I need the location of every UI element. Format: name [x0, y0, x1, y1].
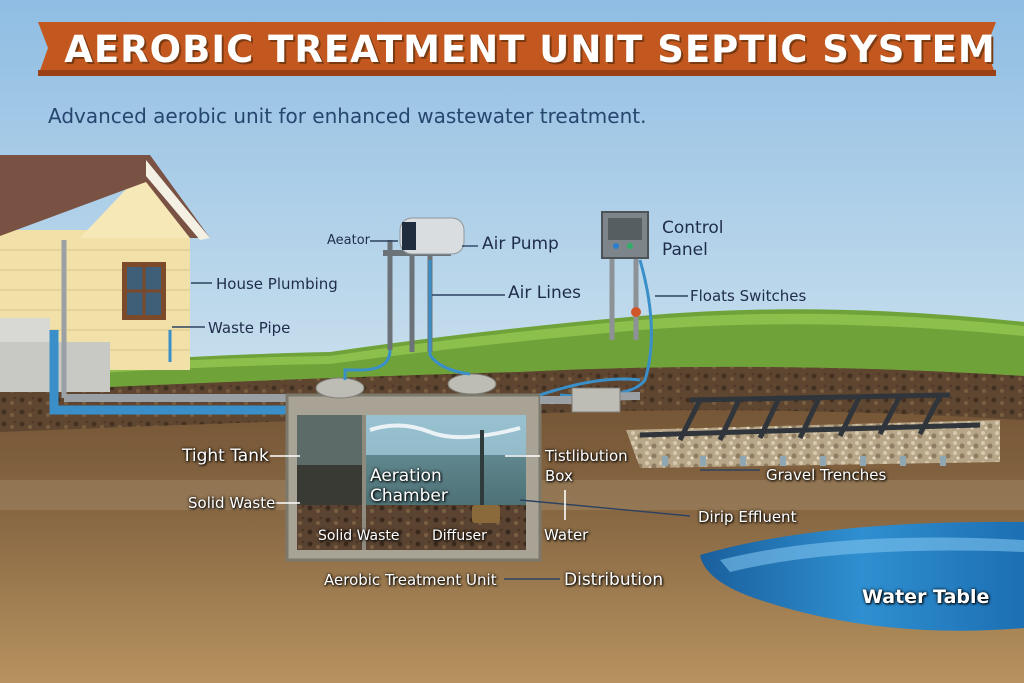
label-aeration-chamber-line1: Aeration	[370, 466, 442, 486]
label-tight-tank: Tight Tank	[182, 446, 269, 466]
label-solid-waste-bottom: Solid Waste	[318, 528, 400, 544]
house-pipe	[49, 330, 300, 415]
label-air-pump: Air Pump	[482, 234, 559, 254]
label-distribution-box-line1: Tistlibution	[545, 447, 628, 465]
label-distribution: Distribution	[564, 570, 664, 590]
tank-lid-left	[315, 377, 365, 399]
distribution-box	[571, 387, 621, 413]
float-indicator	[631, 307, 641, 317]
label-float-switches: Floats Switches	[690, 287, 807, 305]
label-aerator: Aeator	[327, 233, 371, 248]
house-gable	[80, 168, 200, 238]
title-banner	[38, 22, 996, 76]
air-line-left	[343, 349, 392, 380]
label-aerobic-treatment-unit: Aerobic Treatment Unit	[324, 571, 497, 589]
page-subtitle: Advanced aerobic unit for enhanced waste…	[48, 104, 647, 128]
label-control-panel-line1: Control	[662, 218, 724, 238]
label-diffuser: Diffuser	[432, 528, 487, 544]
label-water: Water	[544, 526, 589, 544]
water-table-ripple	[720, 537, 1024, 572]
label-waste-pipe: Waste Pipe	[208, 319, 291, 337]
label-gravel-trenches: Gravel Trenches	[766, 466, 887, 484]
label-drip-effluent: Dirip Effluent	[698, 508, 797, 526]
label-water-table: Water Table	[862, 586, 990, 608]
label-aeration-chamber-line2: Chamber	[370, 486, 448, 506]
label-air-lines: Air Lines	[508, 283, 582, 303]
tank-lid-right	[447, 373, 497, 395]
grass-highlight	[0, 313, 1024, 380]
label-control-panel-line2: Panel	[662, 240, 708, 260]
air-line-right	[428, 260, 471, 376]
label-house-plumbing: House Plumbing	[216, 275, 338, 293]
diffuser-unit	[472, 505, 500, 523]
label-solid-waste-side: Solid Waste	[188, 494, 276, 512]
banner-shade	[38, 70, 996, 76]
house-roof-edge	[146, 160, 210, 240]
label-distribution-box-line2: Box	[545, 467, 573, 485]
page-title: AEROBIC TREATMENT UNIT SEPTIC SYSTEM	[64, 28, 996, 71]
